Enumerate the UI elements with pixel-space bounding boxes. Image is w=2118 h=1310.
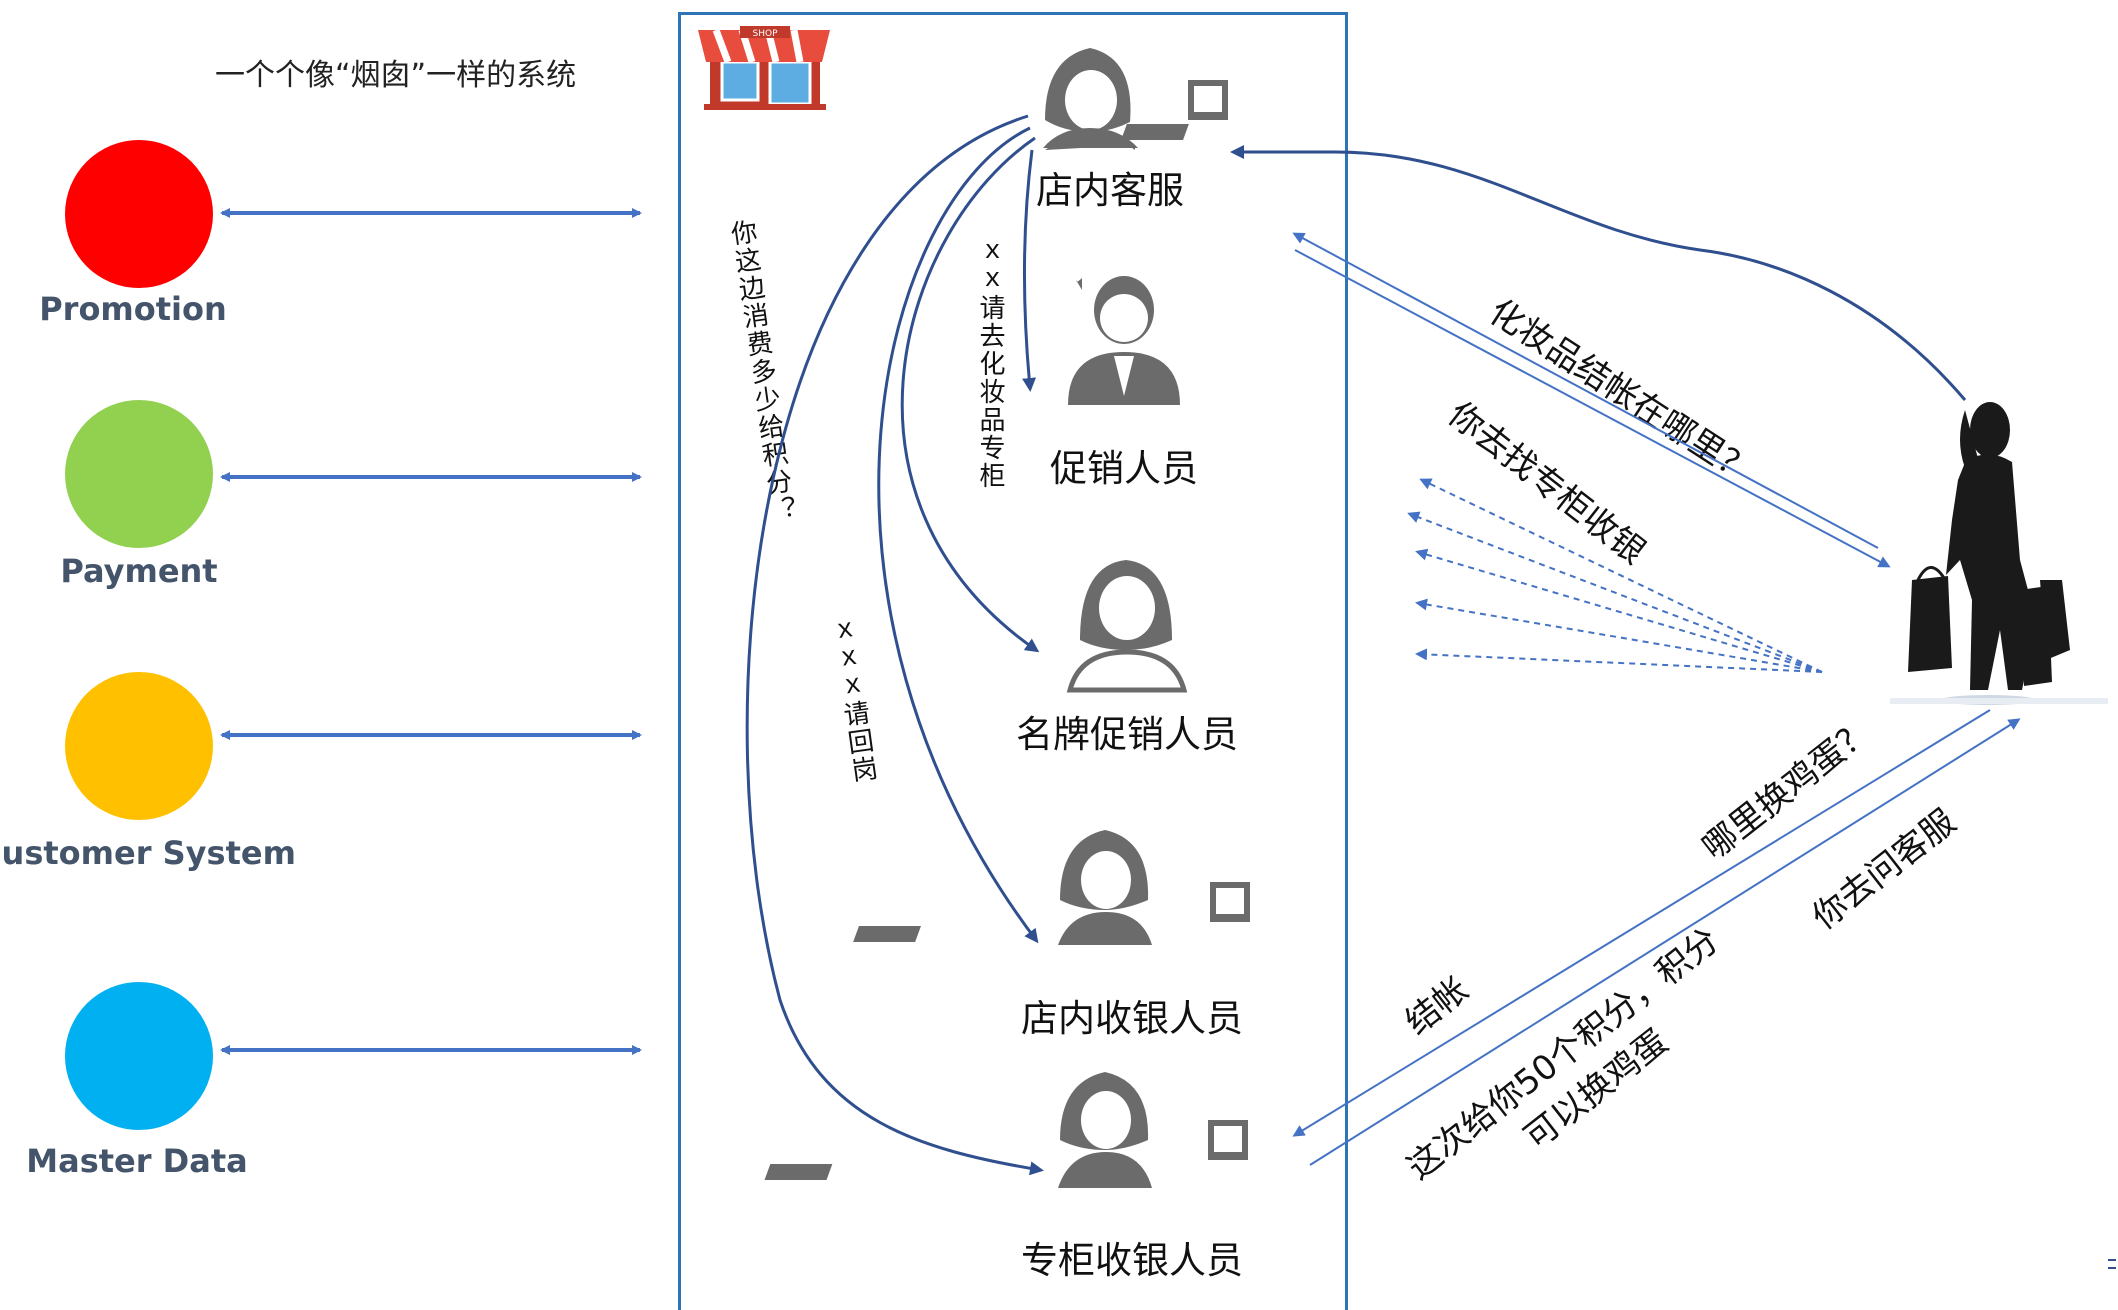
curve-to-counter-cashier <box>745 114 1044 1176</box>
role-promoter-label: 促销人员 <box>1050 447 1198 490</box>
line-to-customer-1 <box>1294 249 1891 568</box>
role-store-cashier-label: 店内收银人员 <box>1021 997 1243 1040</box>
curve-to-store-cashier <box>877 126 1039 944</box>
counter-cashier-person-icon <box>1058 1072 1152 1188</box>
internal-curves <box>745 114 1044 1176</box>
service-person-icon <box>1043 48 1138 150</box>
store-cashier-person-icon <box>1058 830 1152 945</box>
payment-circle <box>65 400 213 548</box>
store-cashier-computer-icon <box>853 882 1250 942</box>
payment-label: Payment <box>60 552 218 590</box>
dashed-line-4 <box>1415 598 1823 673</box>
dashed-line-5 <box>1415 648 1823 673</box>
line-to-counter-cashier <box>1292 709 1991 1137</box>
diagram-title: 一个个像“烟囱”一样的系统 <box>215 58 577 93</box>
curve-customer-to-service <box>1230 145 1967 401</box>
service-computer-icon <box>1121 80 1228 140</box>
customer-lines <box>1292 232 2021 1166</box>
msg-go-cosmetics: ｘｘ请去化妆品专柜 <box>975 238 1005 490</box>
edge-marks <box>2108 1259 2116 1269</box>
dashed-line-1 <box>1419 478 1823 673</box>
line-to-customer-2 <box>1309 718 2021 1166</box>
curve-to-brand-promoter <box>900 136 1040 653</box>
promotion-label: Promotion <box>39 290 227 328</box>
brand-promoter-person-icon <box>1066 560 1188 693</box>
system-connectors <box>220 208 642 1055</box>
store-boundary <box>678 12 1348 1310</box>
dashed-line-2 <box>1407 511 1823 673</box>
customer-system-label: Customer System <box>0 834 296 872</box>
customer-silhouette-icon <box>1890 402 2108 705</box>
master-data-circle <box>65 982 213 1130</box>
curve-to-promoter <box>1022 149 1037 392</box>
promoter-person-icon <box>1068 276 1180 405</box>
shop-icon: SHOP <box>698 26 830 110</box>
master-data-label: Master Data <box>26 1142 248 1180</box>
role-service-label: 店内客服 <box>1036 169 1184 212</box>
promotion-circle <box>65 140 213 288</box>
dashed-broadcast-lines <box>1407 478 1823 673</box>
shop-sign-text: SHOP <box>753 29 779 39</box>
dashed-line-3 <box>1415 548 1823 673</box>
customer-system-circle <box>65 672 213 820</box>
line-from-customer-1 <box>1292 232 1879 549</box>
role-counter-cashier-label: 专柜收银人员 <box>1021 1239 1243 1282</box>
role-brand-promoter-label: 名牌促销人员 <box>1016 713 1238 756</box>
counter-cashier-computer-icon <box>764 1120 1248 1180</box>
